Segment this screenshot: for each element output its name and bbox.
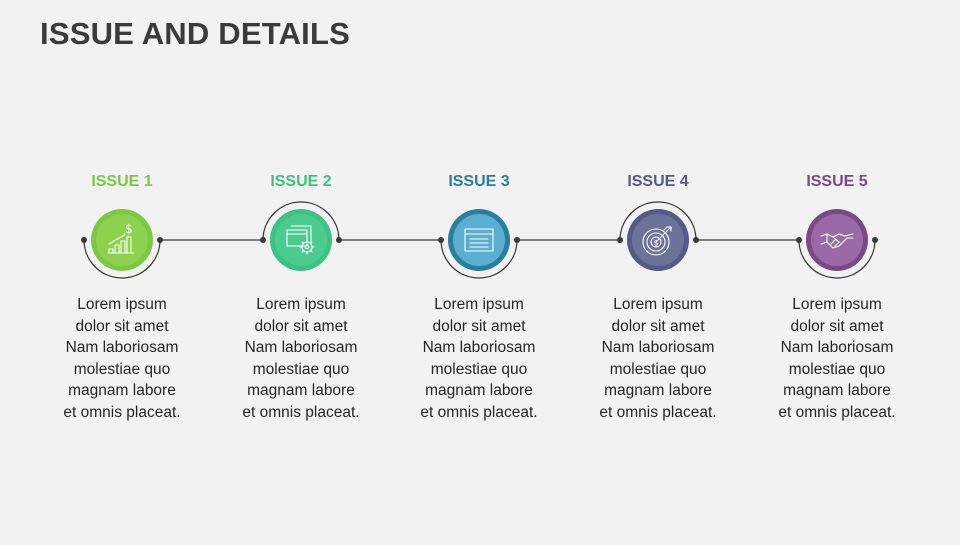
issue-5-label: ISSUE 5 [806, 173, 868, 190]
issue-2-node [260, 201, 342, 271]
node-dot [872, 237, 878, 243]
node-dot [260, 237, 266, 243]
node-dot [693, 237, 699, 243]
node-arc [798, 239, 876, 279]
browser-settings-icon [286, 225, 315, 255]
issue-2-description: Lorem ipsum dolor sit amet Nam laboriosa… [242, 296, 360, 421]
issue-3-description: Lorem ipsum dolor sit amet Nam laboriosa… [420, 296, 538, 421]
handshake-icon [820, 233, 854, 249]
timeline-nodes: $$ [81, 201, 878, 279]
issue-3-label: ISSUE 3 [448, 173, 510, 190]
node-arc [83, 239, 161, 279]
growth-chart-dollar-icon: $ [107, 222, 135, 254]
issue-2-label: ISSUE 2 [270, 173, 332, 190]
node-dot [81, 237, 87, 243]
node-dot [438, 237, 444, 243]
node-arc [619, 201, 697, 241]
node-dot [617, 237, 623, 243]
page-title: ISSUE AND DETAILS [40, 16, 350, 51]
issue-1-description: Lorem ipsum dolor sit amet Nam laboriosa… [63, 296, 181, 421]
issue-4-description: Lorem ipsum dolor sit amet Nam laboriosa… [599, 296, 717, 421]
svg-text:$: $ [653, 239, 658, 248]
node-fill [453, 214, 505, 266]
node-dot [796, 237, 802, 243]
issue-5-node [796, 209, 878, 279]
issue-4-label: ISSUE 4 [627, 173, 689, 190]
node-arc [262, 201, 340, 241]
node-fill [96, 214, 148, 266]
document-window-icon [464, 228, 494, 252]
issue-5-description: Lorem ipsum dolor sit amet Nam laboriosa… [778, 296, 896, 421]
issue-4-node: $ [617, 201, 699, 271]
node-fill [275, 214, 327, 266]
node-arc [440, 239, 518, 279]
issue-3-node [438, 209, 520, 279]
node-dot [514, 237, 520, 243]
svg-text:$: $ [125, 222, 133, 236]
issue-1-label: ISSUE 1 [91, 173, 153, 190]
node-dot [336, 237, 342, 243]
dollar-target-icon: $ [642, 226, 672, 256]
node-dot [157, 237, 163, 243]
issue-1-node: $ [81, 209, 163, 279]
